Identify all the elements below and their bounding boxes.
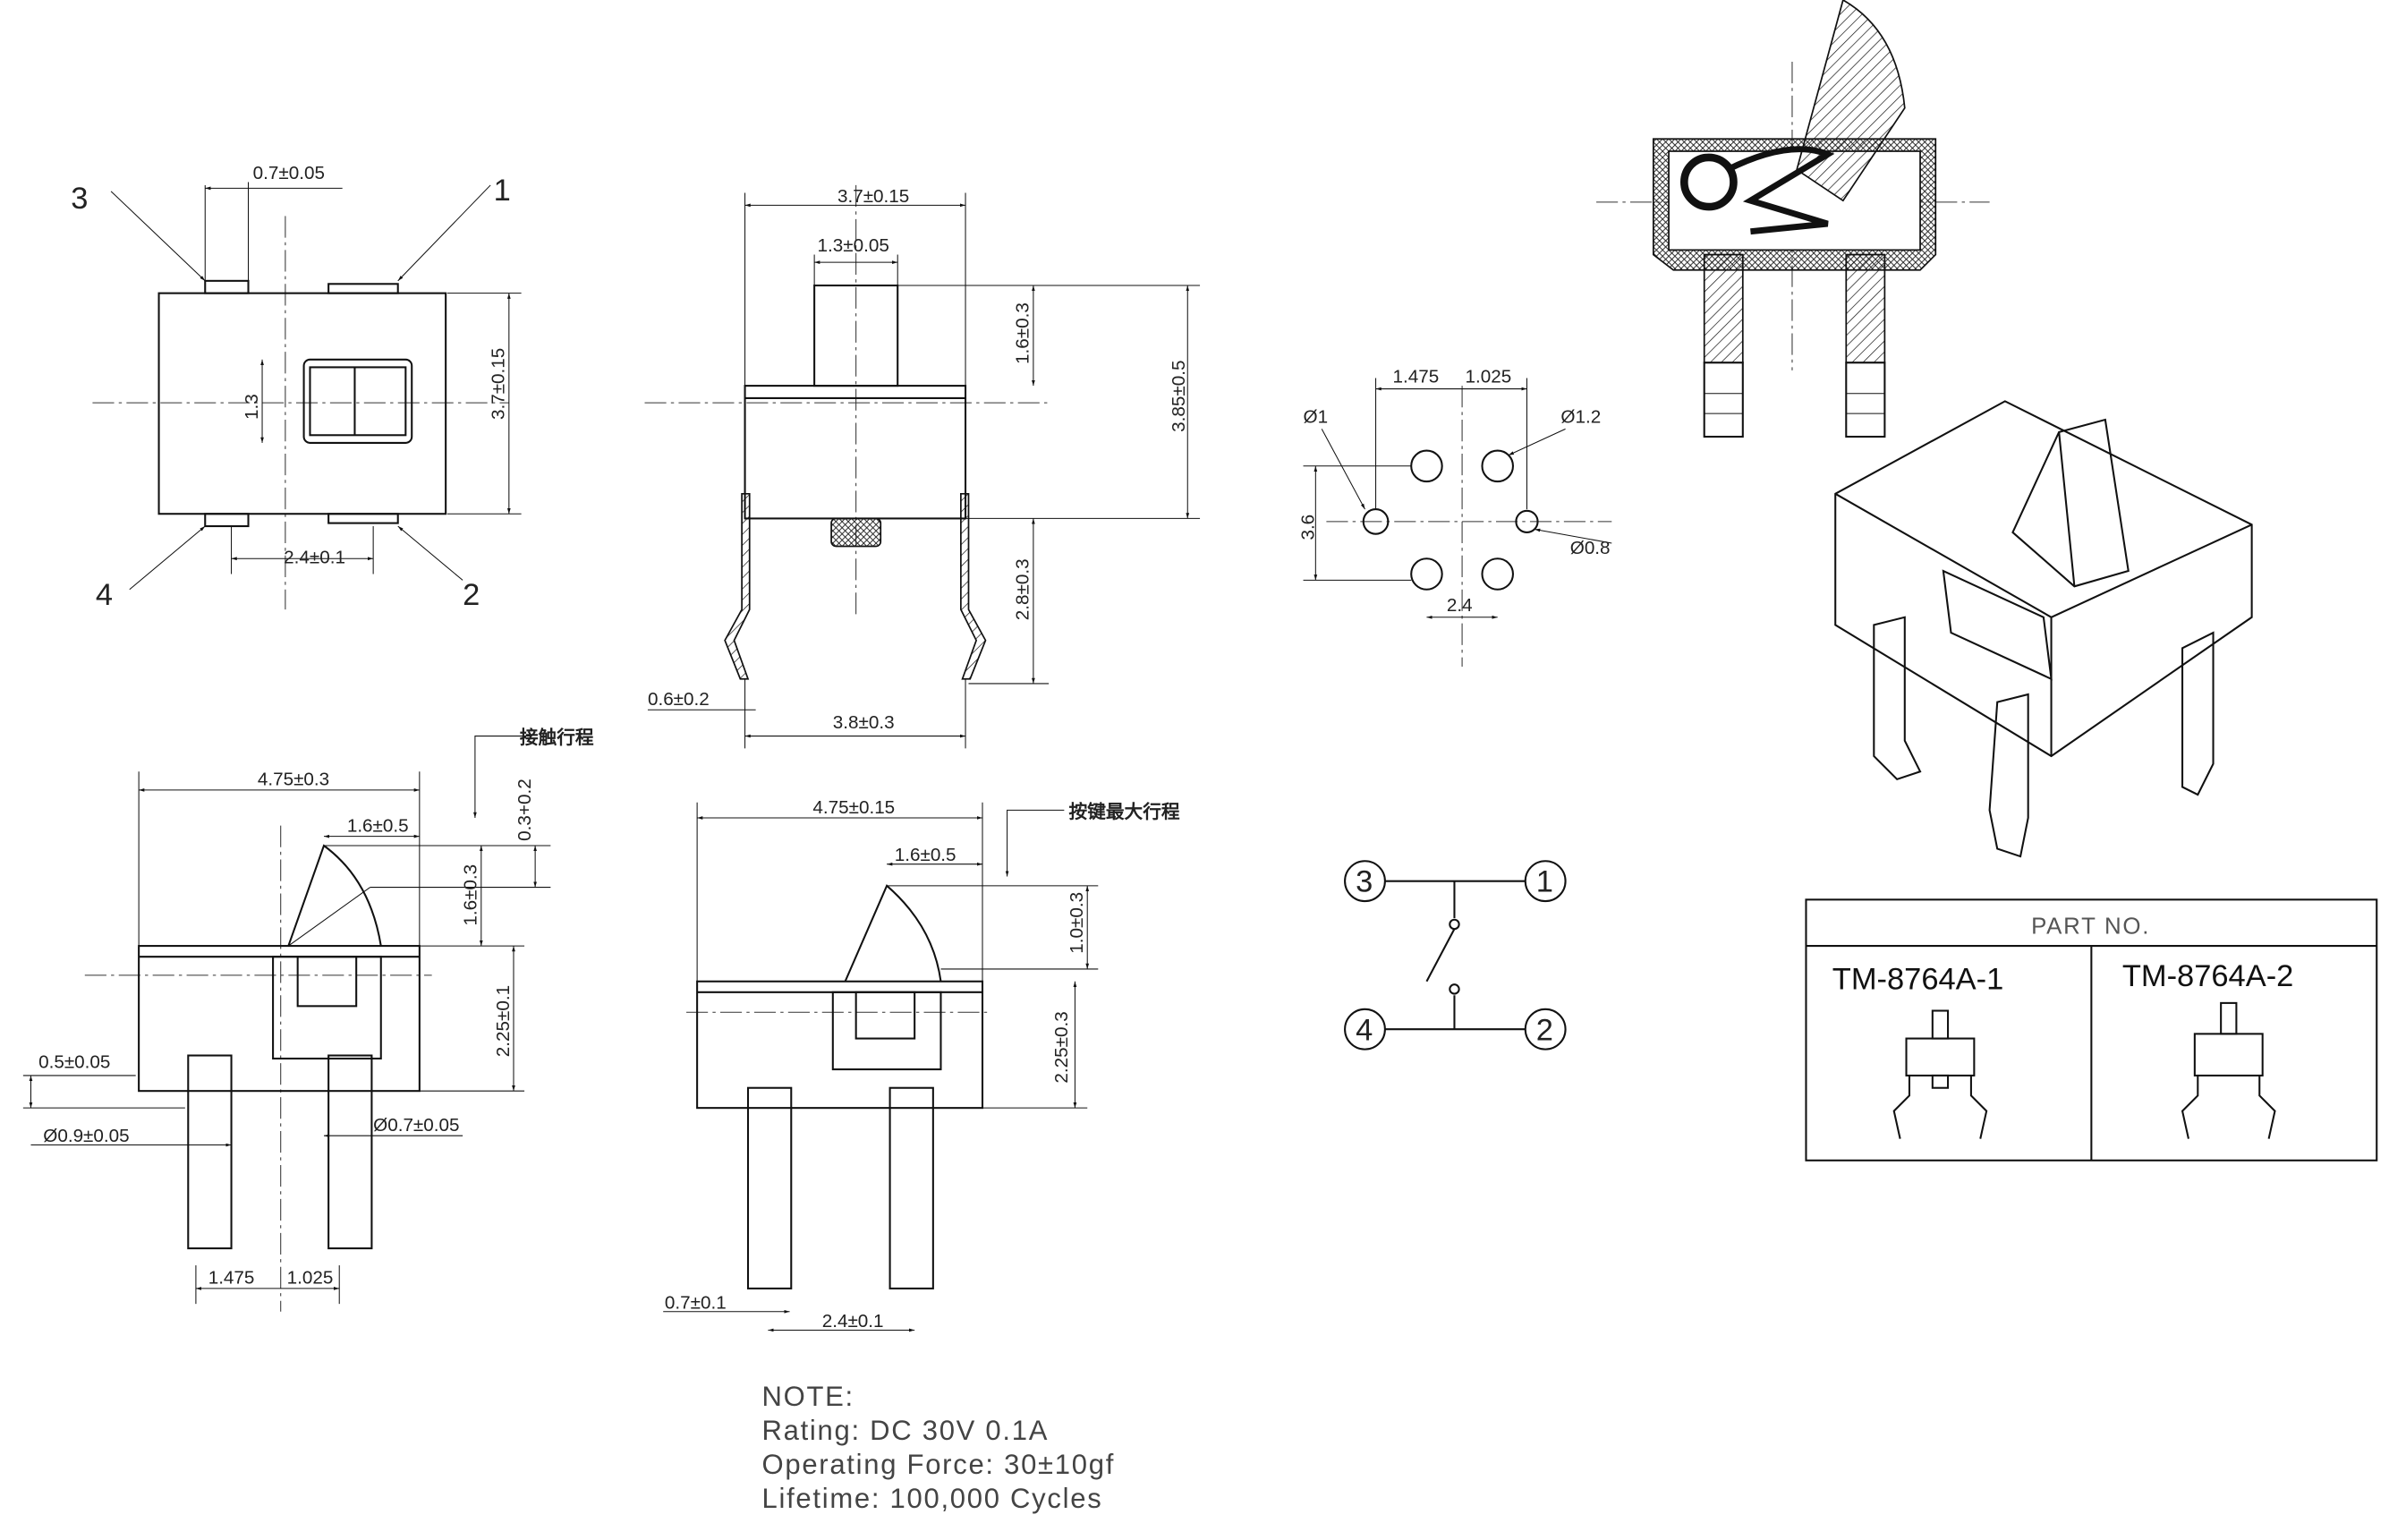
isometric-view: [1834, 400, 2253, 858]
part-2-thumbnail: [2181, 1001, 2276, 1139]
callout-max-travel: 按键最大行程: [1069, 801, 1180, 822]
callout-contact-travel: 接触行程: [520, 727, 594, 748]
pin-label-3: 3: [71, 182, 88, 216]
dim-window: 1.3: [242, 394, 262, 420]
dim-standoff: 0.5±0.05: [38, 1051, 110, 1072]
dim-lever-height: 1.0±0.3: [1067, 892, 1087, 954]
dim-pitch-c: 2.4: [1447, 595, 1473, 616]
terminal-1: 1: [1536, 865, 1553, 899]
part-number-1: TM-8764A-1: [1832, 962, 2004, 996]
notes-title: NOTE:: [762, 1381, 854, 1412]
dim-pin-width: 0.7±0.1: [665, 1292, 727, 1313]
note-force: Operating Force: 30±10gf: [762, 1449, 1116, 1480]
pcb-footprint: 1.475 1.025 Ø1 Ø1.2 3.6 Ø0.8 2.4: [1298, 367, 1612, 667]
dim-lever-offset: 1.6±0.5: [895, 845, 956, 865]
dim-pitch-b: 1.025: [287, 1268, 334, 1289]
dim-body-height: 2.25±0.3: [1051, 1011, 1072, 1083]
table-header: PART NO.: [2031, 914, 2150, 939]
terminal-3: 3: [1356, 865, 1373, 899]
dim-plunger-width: 1.3±0.05: [818, 235, 889, 256]
dim-lever-offset: 1.6±0.5: [347, 815, 409, 836]
dim-length: 4.75±0.3: [258, 770, 329, 790]
dim-pin-dia-small: Ø0.7±0.05: [373, 1115, 459, 1136]
pin-label-1: 1: [494, 174, 511, 208]
dim-length: 4.75±0.15: [812, 797, 895, 818]
dim-lever-height: 1.6±0.3: [461, 864, 481, 926]
dim-pitch: 2.4±0.1: [822, 1311, 884, 1332]
top-view: 3 1 4 2 0.7±0.05 3.7±0.15 1.3 2.4±0.1: [71, 163, 522, 612]
dim-contact-travel: 0.3+0.2: [514, 779, 535, 841]
dim-pitch-b: 1.025: [1466, 367, 1512, 387]
dim-pitch-a: 1.475: [208, 1268, 255, 1289]
pin-label-2: 2: [463, 578, 480, 612]
switch-schematic: 3 1 4 2: [1344, 860, 1567, 1051]
dim-pin-spread: 3.8±0.3: [833, 712, 895, 733]
pin-label-4: 4: [96, 578, 113, 612]
note-rating: Rating: DC 30V 0.1A: [762, 1415, 1050, 1446]
dim-width: 3.7±0.15: [837, 186, 909, 207]
part-number-2: TM-8764A-2: [2122, 959, 2294, 993]
dim-total-height: 3.85±0.5: [1169, 361, 1189, 432]
dim-hole-large: Ø1: [1304, 406, 1329, 427]
dim-hole-mid: Ø1.2: [1560, 406, 1601, 427]
side-view-max: 按键最大行程 4.75±0.15 1.6±0.5 1.0±0.3 2.25±0.…: [663, 797, 1180, 1332]
note-lifetime: Lifetime: 100,000 Cycles: [762, 1483, 1103, 1514]
dim-height: 3.6: [1298, 515, 1319, 540]
terminal-4: 4: [1356, 1013, 1373, 1047]
dim-pin-length: 2.8±0.3: [1013, 558, 1033, 620]
notes: NOTE: Rating: DC 30V 0.1A Operating Forc…: [762, 1381, 1116, 1514]
dim-plunger-height: 1.6±0.3: [1013, 302, 1033, 364]
part-number-table: PART NO. TM-8764A-1 TM-8764A-2: [1805, 898, 2378, 1161]
dim-body-height: 3.7±0.15: [489, 348, 509, 420]
front-view: 3.7±0.15 1.3±0.05 1.6±0.3 3.85±0.5 2.8±0…: [644, 184, 1201, 749]
dim-pin-pitch: 2.4±0.1: [284, 547, 345, 567]
part-1-thumbnail: [1892, 1009, 1988, 1139]
side-view-contact: 接触行程 4.75±0.3 1.6±0.5 0.3+0.2 1.6±0.3 2.…: [22, 727, 594, 1312]
dim-pitch-a: 1.475: [1393, 367, 1440, 387]
dim-body-height: 2.25±0.1: [493, 985, 514, 1057]
section-view: [1596, 0, 1990, 438]
dim-pin-thickness: 0.6±0.2: [648, 689, 710, 710]
dim-pin-width: 0.7±0.05: [253, 163, 325, 183]
dim-pin-dia-large: Ø0.9±0.05: [43, 1126, 129, 1146]
dim-hole-small: Ø0.8: [1570, 538, 1611, 558]
terminal-2: 2: [1536, 1013, 1553, 1047]
